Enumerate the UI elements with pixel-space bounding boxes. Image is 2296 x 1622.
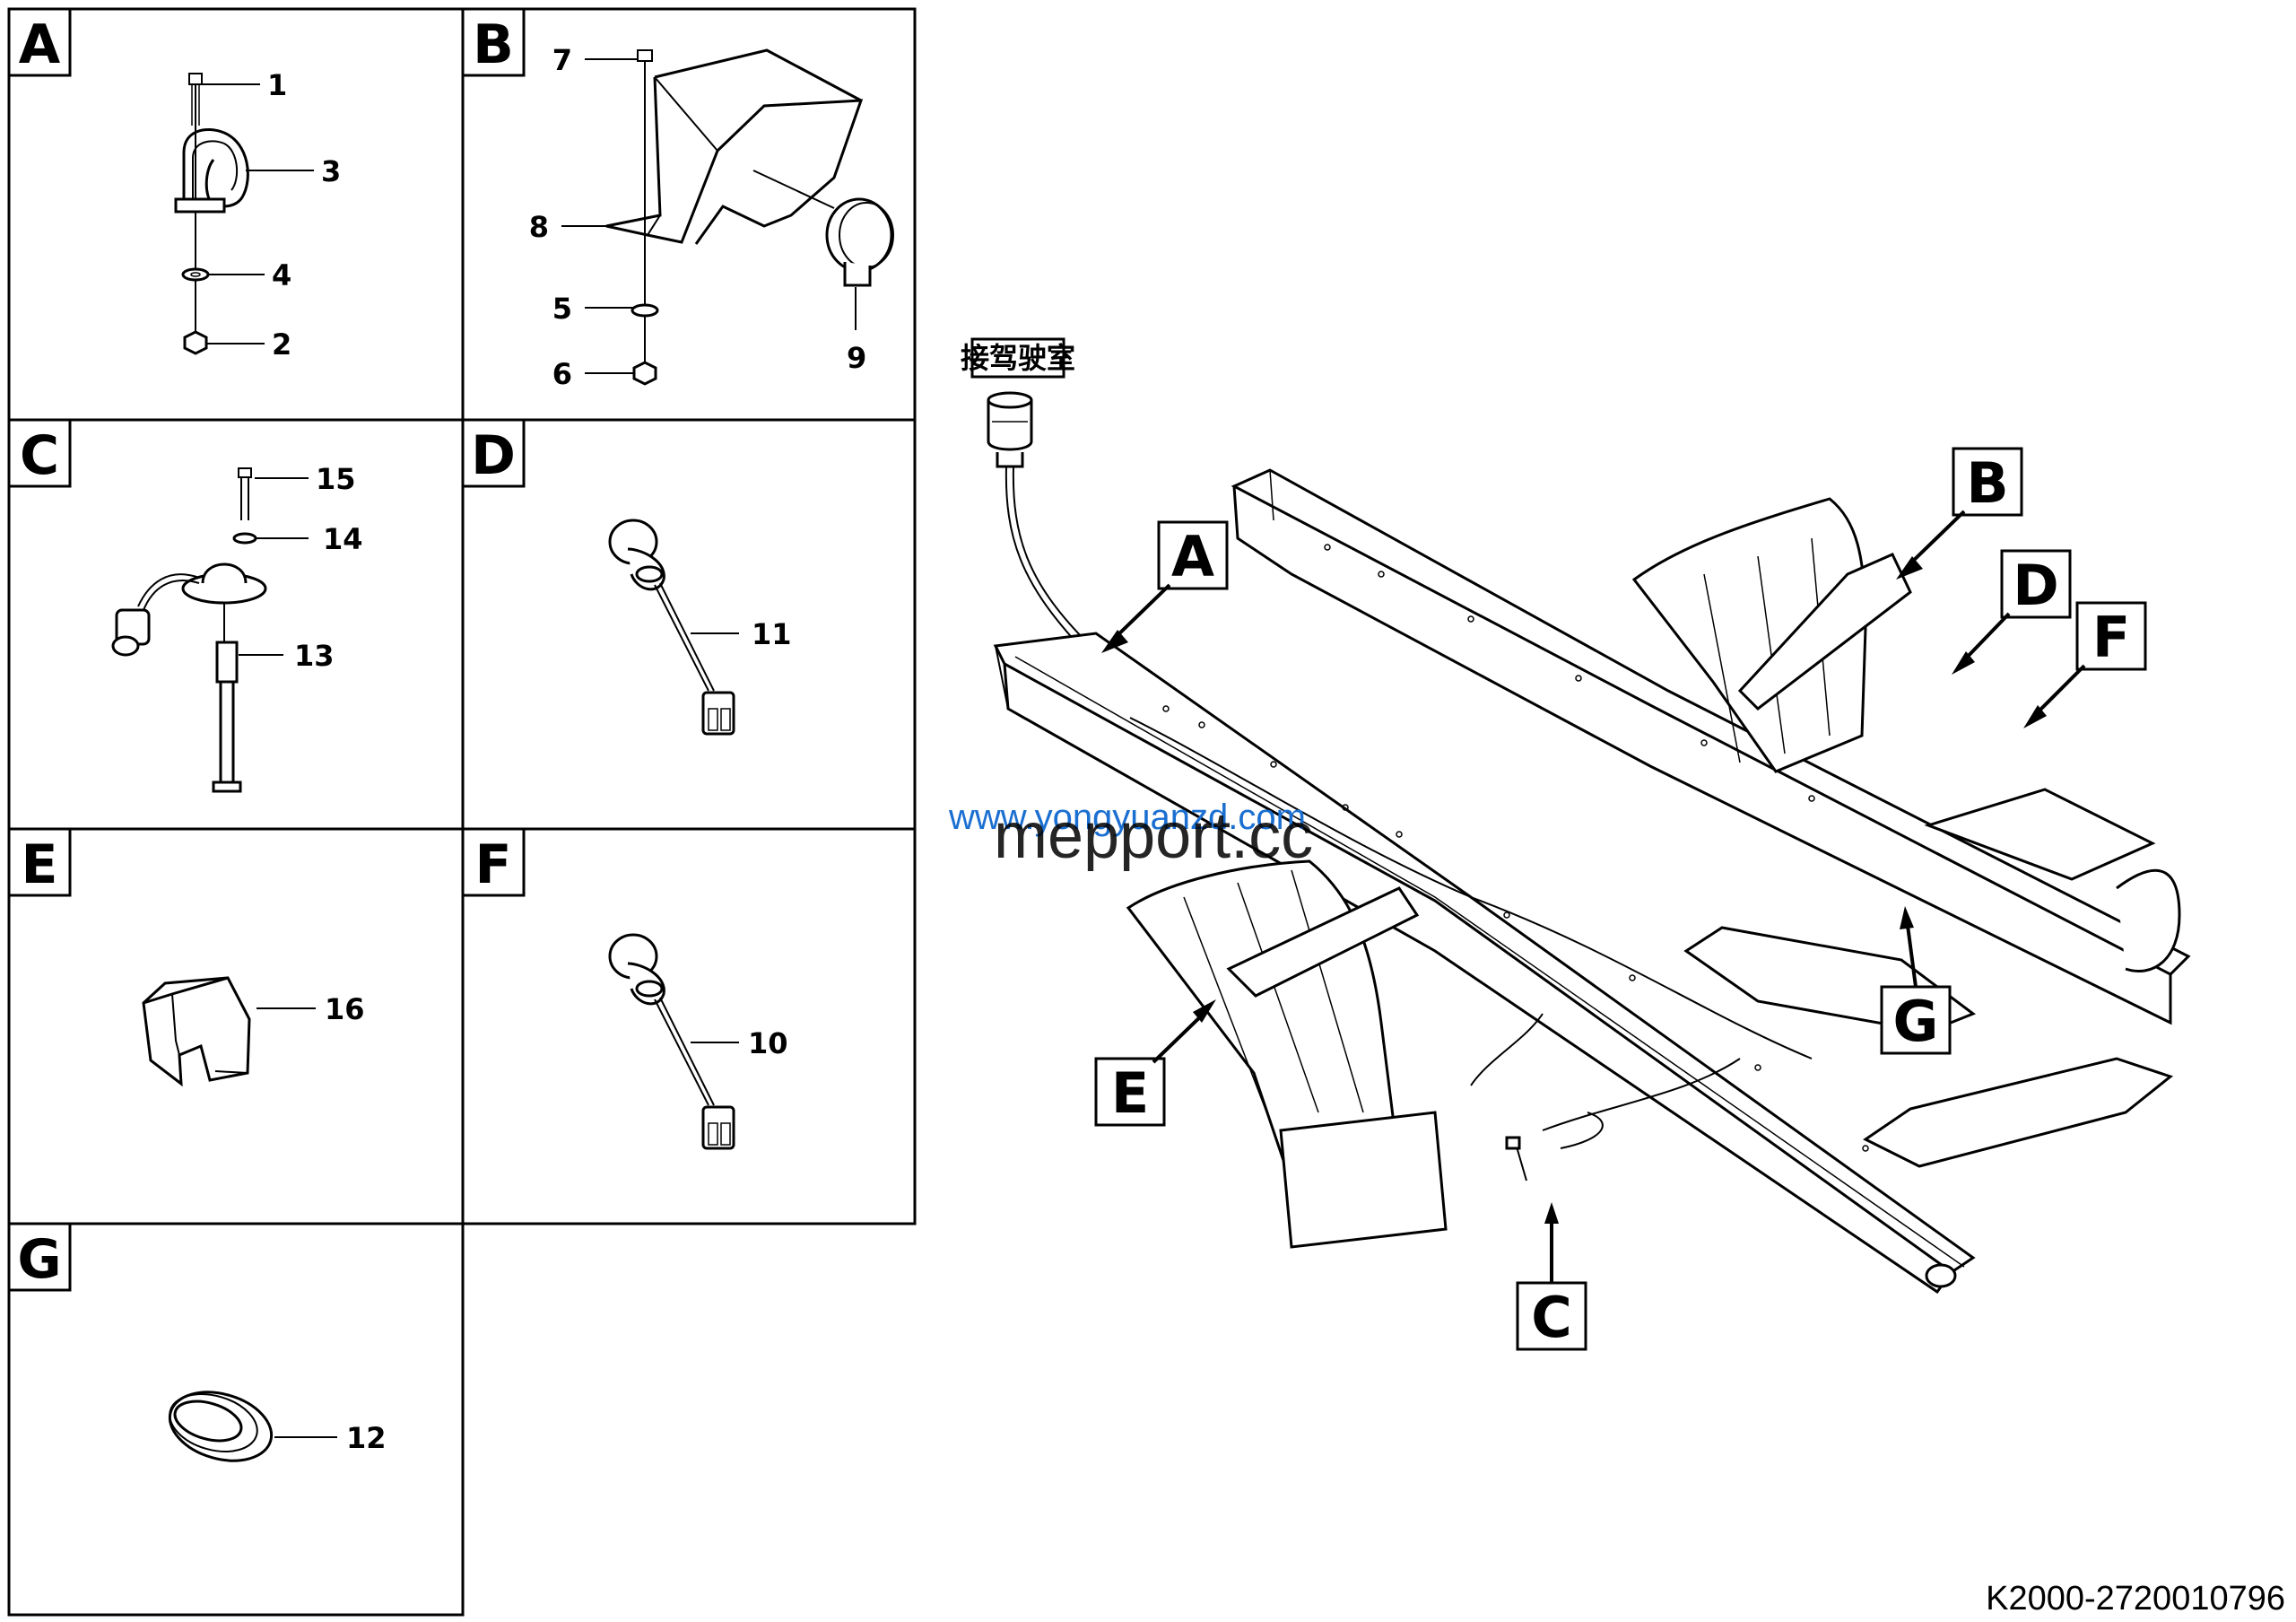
callout-4: 4 [272,258,291,292]
assembly-tag-a: A [1171,524,1214,589]
panel-g-drawing [168,1391,337,1462]
callout-16: 16 [325,992,365,1026]
assembly-tag-g: G [1893,989,1939,1054]
watermark-brand: mepport.cc [994,800,1313,872]
assembly-tag-boxes [1094,447,2147,1351]
assembly-tag-b: B [1966,450,2008,516]
panel-letter-a: A [19,13,61,76]
panel-letter-c: C [20,424,59,487]
chassis-assembly [970,337,2191,1295]
panel-c-drawing [111,467,309,793]
watermark-url: www.yongyuanzd.com [948,798,1306,837]
callout-6: 6 [552,357,572,391]
panel-letter-boxes [7,7,526,1292]
callout-13: 13 [294,639,335,673]
callout-5: 5 [552,292,572,326]
panel-letter-e: E [22,833,58,896]
callout-7: 7 [552,43,572,77]
panel-letter-f: F [475,833,512,896]
panel-letter-d: D [471,424,516,487]
panel-e-drawing [142,976,316,1087]
callout-9: 9 [847,341,866,375]
assembly-tag-f: F [2092,605,2130,670]
panel-grid [7,7,917,1617]
assembly-tag-c: C [1531,1285,1572,1350]
cab-connection-label: 接驾驶室 [961,341,1075,375]
part-number: K2000-2720010796 [1986,1580,2285,1618]
panel-b-drawing [561,48,894,386]
callout-10: 10 [748,1026,788,1060]
callout-12: 12 [346,1421,387,1455]
panel-f-drawing [608,933,739,1150]
panel-letter-b: B [473,13,514,76]
callout-11: 11 [752,617,792,651]
callout-2: 2 [272,327,291,362]
callout-15: 15 [316,462,356,496]
callout-3: 3 [321,154,341,188]
panel-d-drawing [608,519,739,736]
panel-letter-g: G [17,1228,61,1291]
assembly-tag-e: E [1111,1060,1149,1126]
callout-1: 1 [267,68,287,102]
assembly-tag-d: D [2013,553,2058,618]
callout-8: 8 [529,210,549,244]
callout-14: 14 [323,522,363,556]
panel-a-drawing [174,73,314,355]
assembly-tag-pointers [1101,510,2086,1283]
